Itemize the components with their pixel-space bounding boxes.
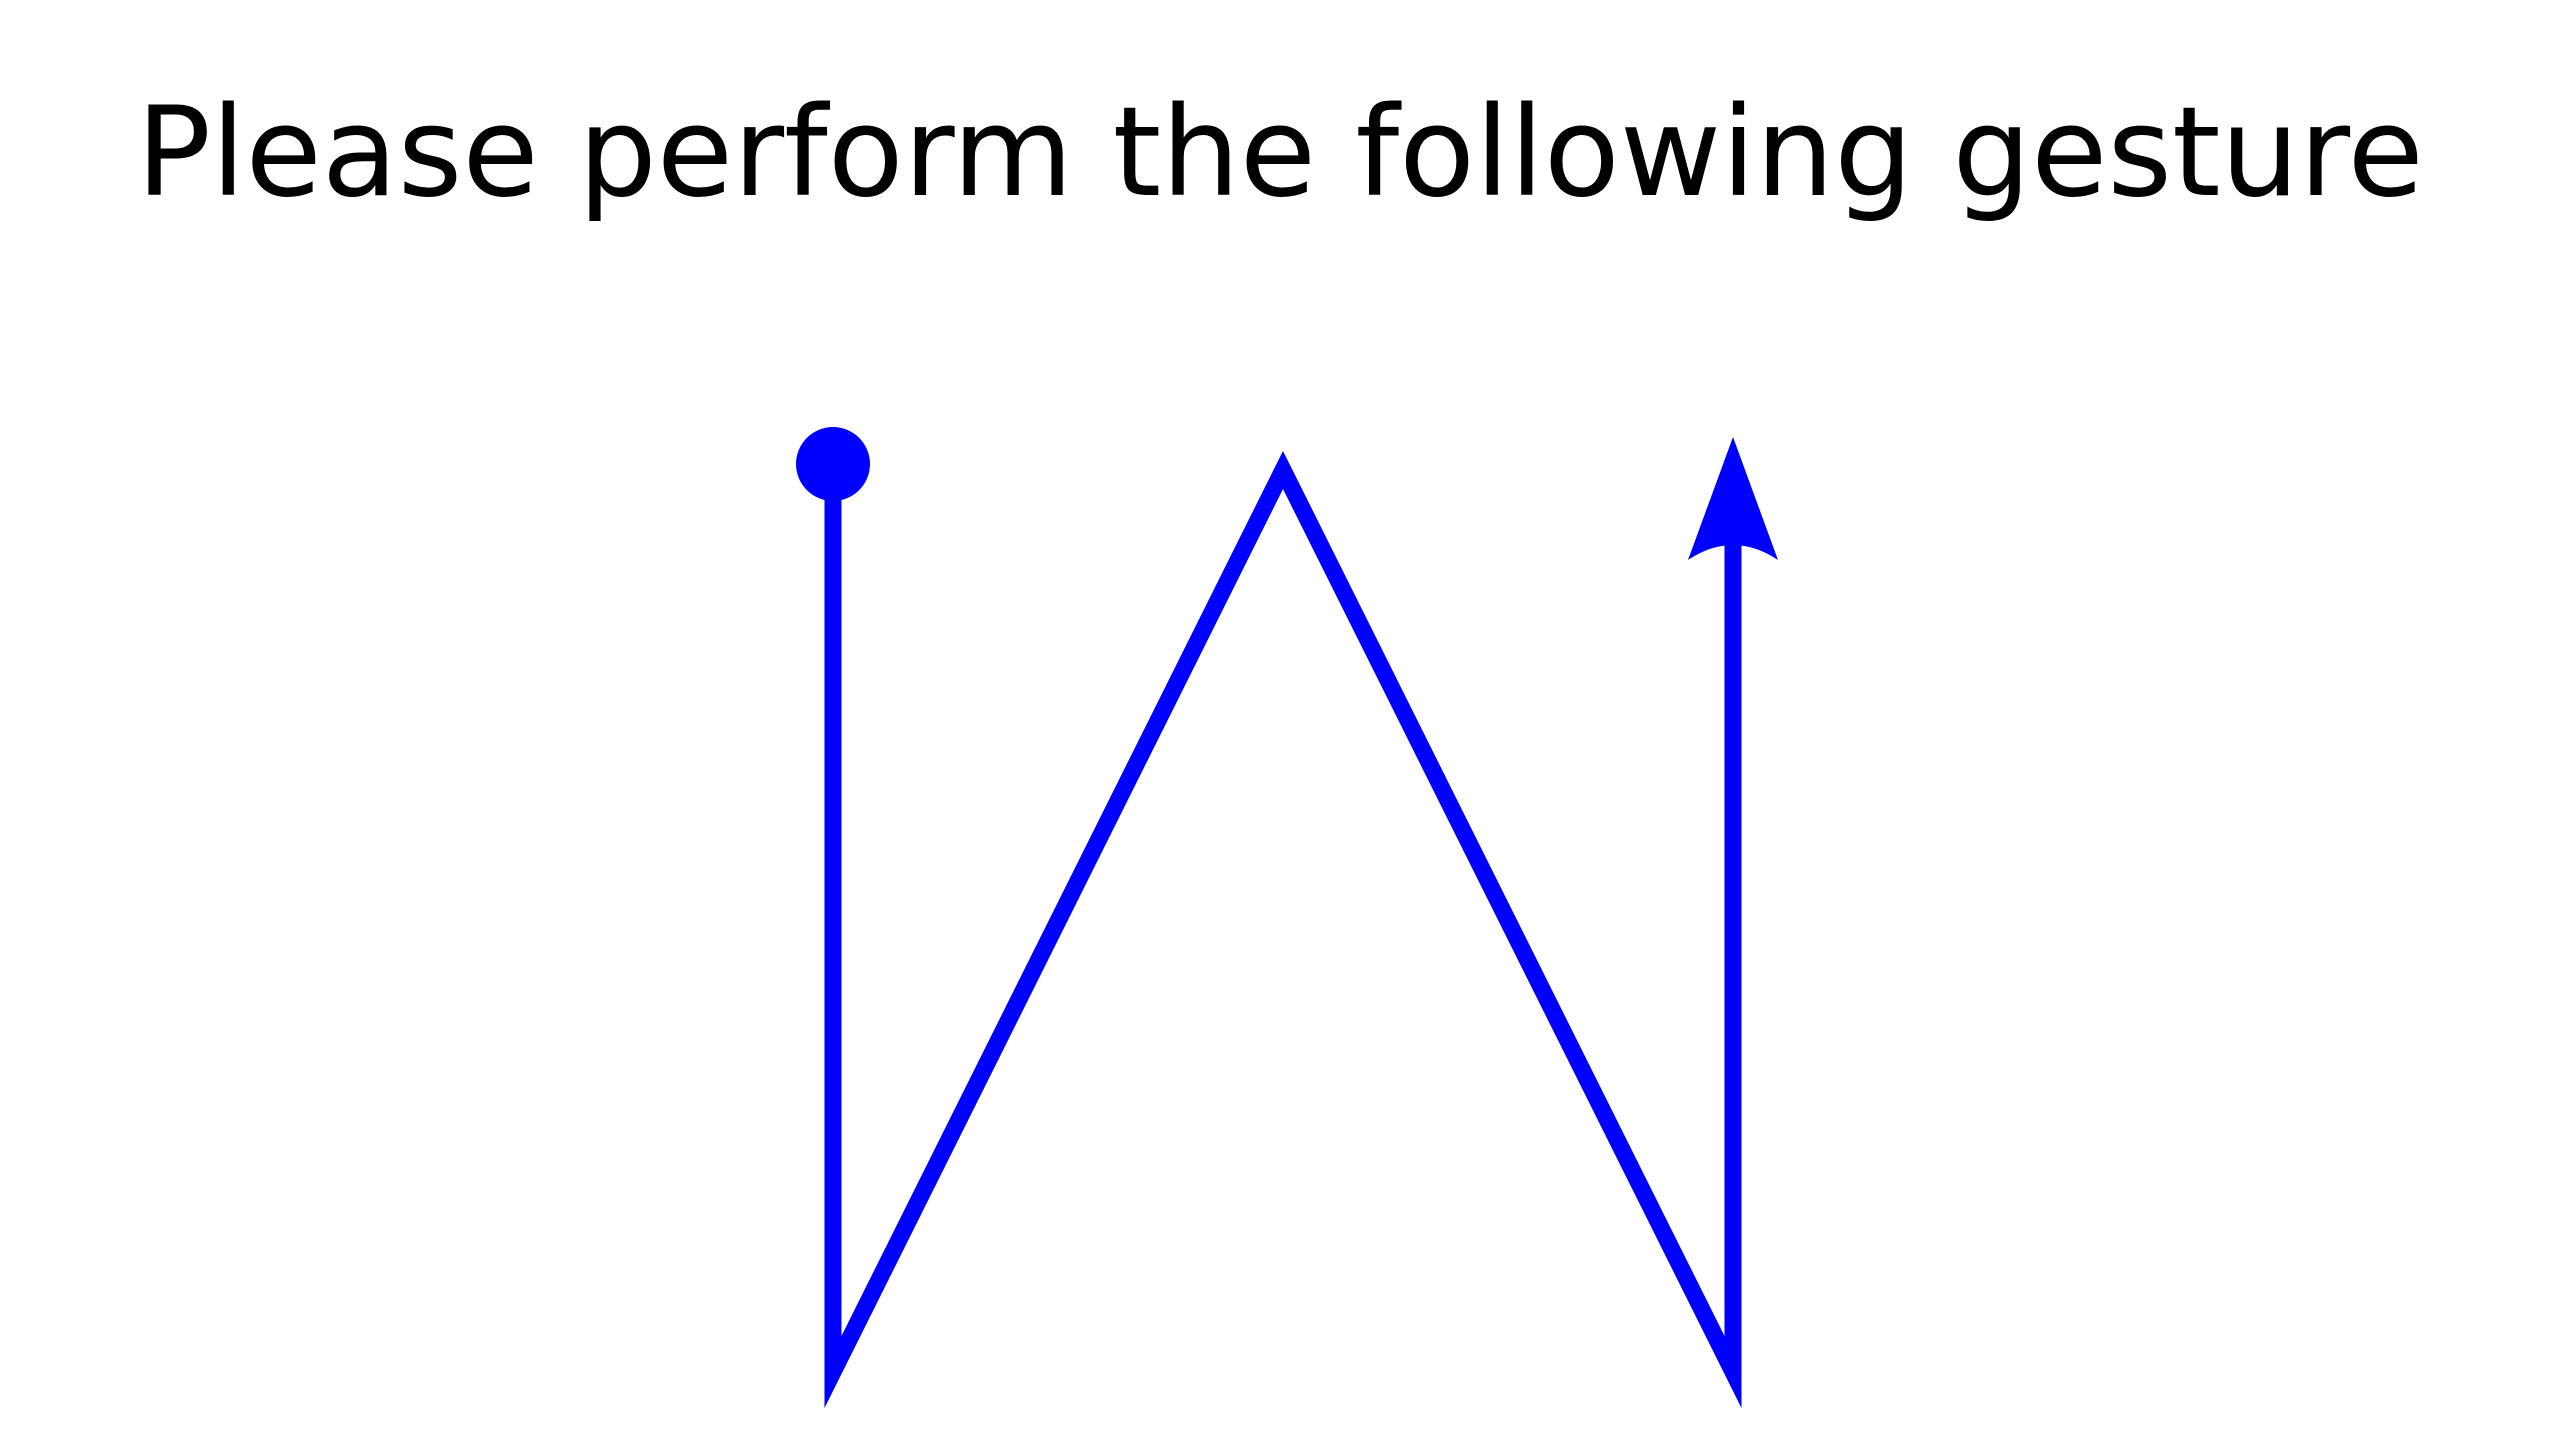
- gesture-start-dot-icon: [796, 427, 870, 501]
- gesture-instruction-text: Please perform the following gesture: [136, 81, 2424, 225]
- gesture-stroke-path: [824, 450, 1742, 1409]
- gesture-end-arrowhead-icon: [1688, 437, 1778, 560]
